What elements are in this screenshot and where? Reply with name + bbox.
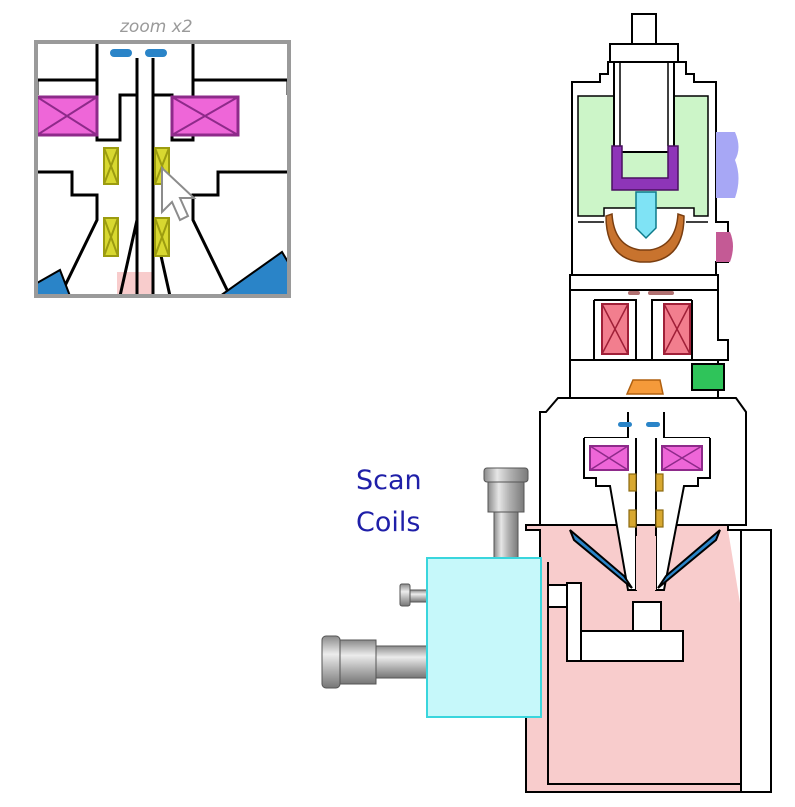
specimen-holder xyxy=(632,601,662,632)
stage-post xyxy=(566,582,582,662)
objective-lens-section xyxy=(539,397,747,591)
aperture-small-left xyxy=(628,291,640,295)
scan-coils-label: Scan Coils xyxy=(356,460,422,544)
zoom-aperture-left xyxy=(110,49,132,57)
zoom-objective-coil-right xyxy=(170,95,240,137)
specimen-stage xyxy=(580,630,684,662)
aperture-right xyxy=(646,422,660,427)
scan-coils-box xyxy=(426,557,542,718)
wehnelt xyxy=(611,145,679,191)
final-aperture xyxy=(625,379,664,395)
specimen-chamber xyxy=(525,524,772,793)
gun-port xyxy=(716,132,739,198)
side-port xyxy=(691,363,725,391)
zoom-objective-coil-left xyxy=(37,95,99,137)
objective-coil-left xyxy=(589,445,629,471)
zoom-frame xyxy=(34,40,291,298)
zoom-inset xyxy=(34,40,291,298)
condenser-lens-section xyxy=(569,274,729,399)
zoom-label: zoom x2 xyxy=(120,17,193,37)
condenser-coil-left xyxy=(601,303,629,355)
anode xyxy=(605,212,685,263)
zoom-beam-area xyxy=(117,272,153,295)
electron-gun xyxy=(571,13,739,276)
zoom-scan-coils xyxy=(103,147,170,257)
scan-coils-label-line2: Coils xyxy=(356,507,421,538)
gun-feedthrough xyxy=(631,13,657,45)
filament xyxy=(635,191,657,240)
pointer-cursor-icon xyxy=(161,165,197,222)
condenser-coil-right xyxy=(663,303,691,355)
vacuum-pipes xyxy=(321,467,529,689)
detector-left xyxy=(569,529,633,589)
zoom-inset-content xyxy=(37,43,288,295)
detector-right xyxy=(657,529,721,589)
zoom-aperture-right xyxy=(145,49,167,57)
objective-coil-right xyxy=(661,445,703,471)
aperture-left xyxy=(618,422,632,427)
scan-coils xyxy=(628,473,664,528)
valve-port xyxy=(716,232,733,262)
gun-insulator xyxy=(613,61,675,153)
scan-coils-label-line1: Scan xyxy=(356,465,422,496)
aperture-small-right xyxy=(648,291,674,295)
zoom-detector xyxy=(219,250,288,295)
